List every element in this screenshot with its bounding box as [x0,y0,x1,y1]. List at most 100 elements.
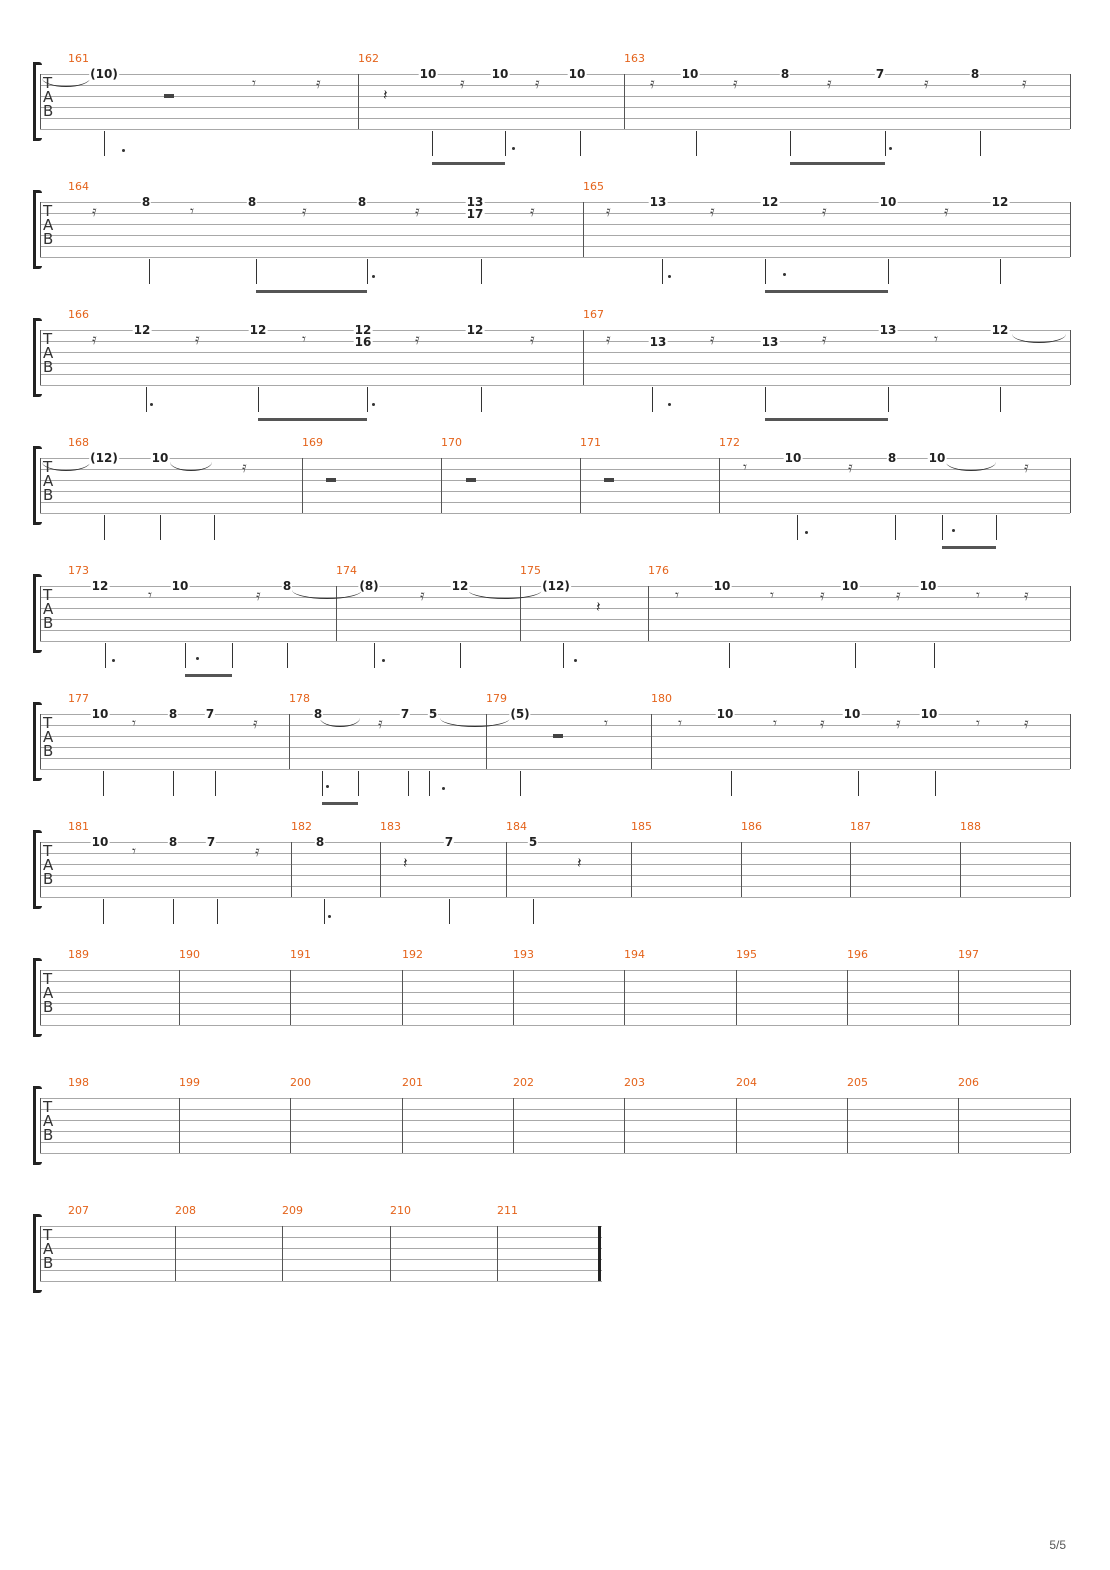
note-stem [429,771,430,796]
rest-symbol: 𝄿 [896,586,901,604]
staff-line [40,352,1070,353]
note-stem [322,771,323,796]
barline [1070,970,1071,1025]
barline [179,970,180,1025]
fret-number: 10 [490,67,510,81]
rest-symbol: 𝄾 [132,714,136,732]
measure-number: 174 [336,564,357,577]
fret-number: 10 [927,451,947,465]
system-bracket [33,318,43,397]
barline [850,842,851,897]
note-beam [790,162,885,165]
note-stem [367,387,368,412]
rest-symbol: 𝄿 [253,714,258,732]
rest-symbol: 𝄽 [596,598,601,616]
note-beam [258,418,367,421]
note-stem [185,643,186,668]
tab-clef-letter: A [43,1112,54,1130]
staff-line [40,1025,1070,1026]
rest-symbol: 𝄾 [675,586,679,604]
staff-line [40,1281,602,1282]
rest-symbol: 𝄿 [710,202,715,220]
barline [719,458,720,513]
note-beam [765,418,888,421]
note-stem [217,899,218,924]
measure-number: 201 [402,1076,423,1089]
system-bracket [33,446,43,525]
measure-number: 211 [497,1204,518,1217]
fret-number: 12 [132,323,152,337]
fret-number: 12 [465,323,485,337]
note-stem [460,643,461,668]
measure-number: 172 [719,436,740,449]
duration-dot [382,659,385,662]
tab-clef-letter: B [43,614,54,632]
tie-arc [292,590,362,599]
barline [736,1098,737,1153]
barline [402,970,403,1025]
fret-number: 8 [246,195,258,209]
note-stem [287,643,288,668]
measure-number: 207 [68,1204,89,1217]
system-bracket [33,830,43,909]
half-rest [164,94,174,98]
rest-symbol: 𝄿 [92,330,97,348]
barline [380,842,381,897]
note-beam [322,802,358,805]
barline [40,202,41,257]
note-stem [885,131,886,156]
barline [736,970,737,1025]
fret-number: 8 [886,451,898,465]
barline [624,74,625,129]
note-stem [215,771,216,796]
note-stem [696,131,697,156]
tab-clef-letter: A [43,216,54,234]
measure-number: 196 [847,948,868,961]
note-stem [214,515,215,540]
system-bracket [33,1214,43,1293]
fret-number: (8) [358,579,380,593]
duration-dot [512,147,515,150]
barline [282,1226,283,1281]
tab-clef-letter: A [43,856,54,874]
fret-number: 7 [874,67,886,81]
staff-line [40,1226,602,1227]
rest-symbol: 𝄿 [1024,714,1029,732]
note-stem [942,515,943,540]
note-stem [324,899,325,924]
note-stem [797,515,798,540]
rest-symbol: 𝄾 [302,330,306,348]
rest-symbol: 𝄾 [770,586,774,604]
staff-line [40,458,1070,459]
barline [513,1098,514,1153]
measure-number: 185 [631,820,652,833]
fret-number: 10 [712,579,732,593]
fret-number: 13 [760,335,780,349]
note-stem [563,643,564,668]
staff-line [40,257,1070,258]
tab-clef-letter: T [43,1098,53,1116]
note-stem [652,387,653,412]
rest-symbol: 𝄿 [924,74,929,92]
fret-number: 10 [918,579,938,593]
measure-number: 184 [506,820,527,833]
note-stem [731,771,732,796]
tab-clef-letter: A [43,728,54,746]
staff-line [40,107,1070,108]
note-stem [481,387,482,412]
rest-symbol: 𝄿 [378,714,383,732]
note-stem [533,899,534,924]
fret-number: 13 [878,323,898,337]
measure-number: 177 [68,692,89,705]
staff-line [40,981,1070,982]
barline [302,458,303,513]
rest-symbol: 𝄿 [460,74,465,92]
measure-number: 167 [583,308,604,321]
measure-number: 163 [624,52,645,65]
barline [960,842,961,897]
system-bracket [33,702,43,781]
barline [648,586,649,641]
note-stem [146,387,147,412]
measure-number: 190 [179,948,200,961]
